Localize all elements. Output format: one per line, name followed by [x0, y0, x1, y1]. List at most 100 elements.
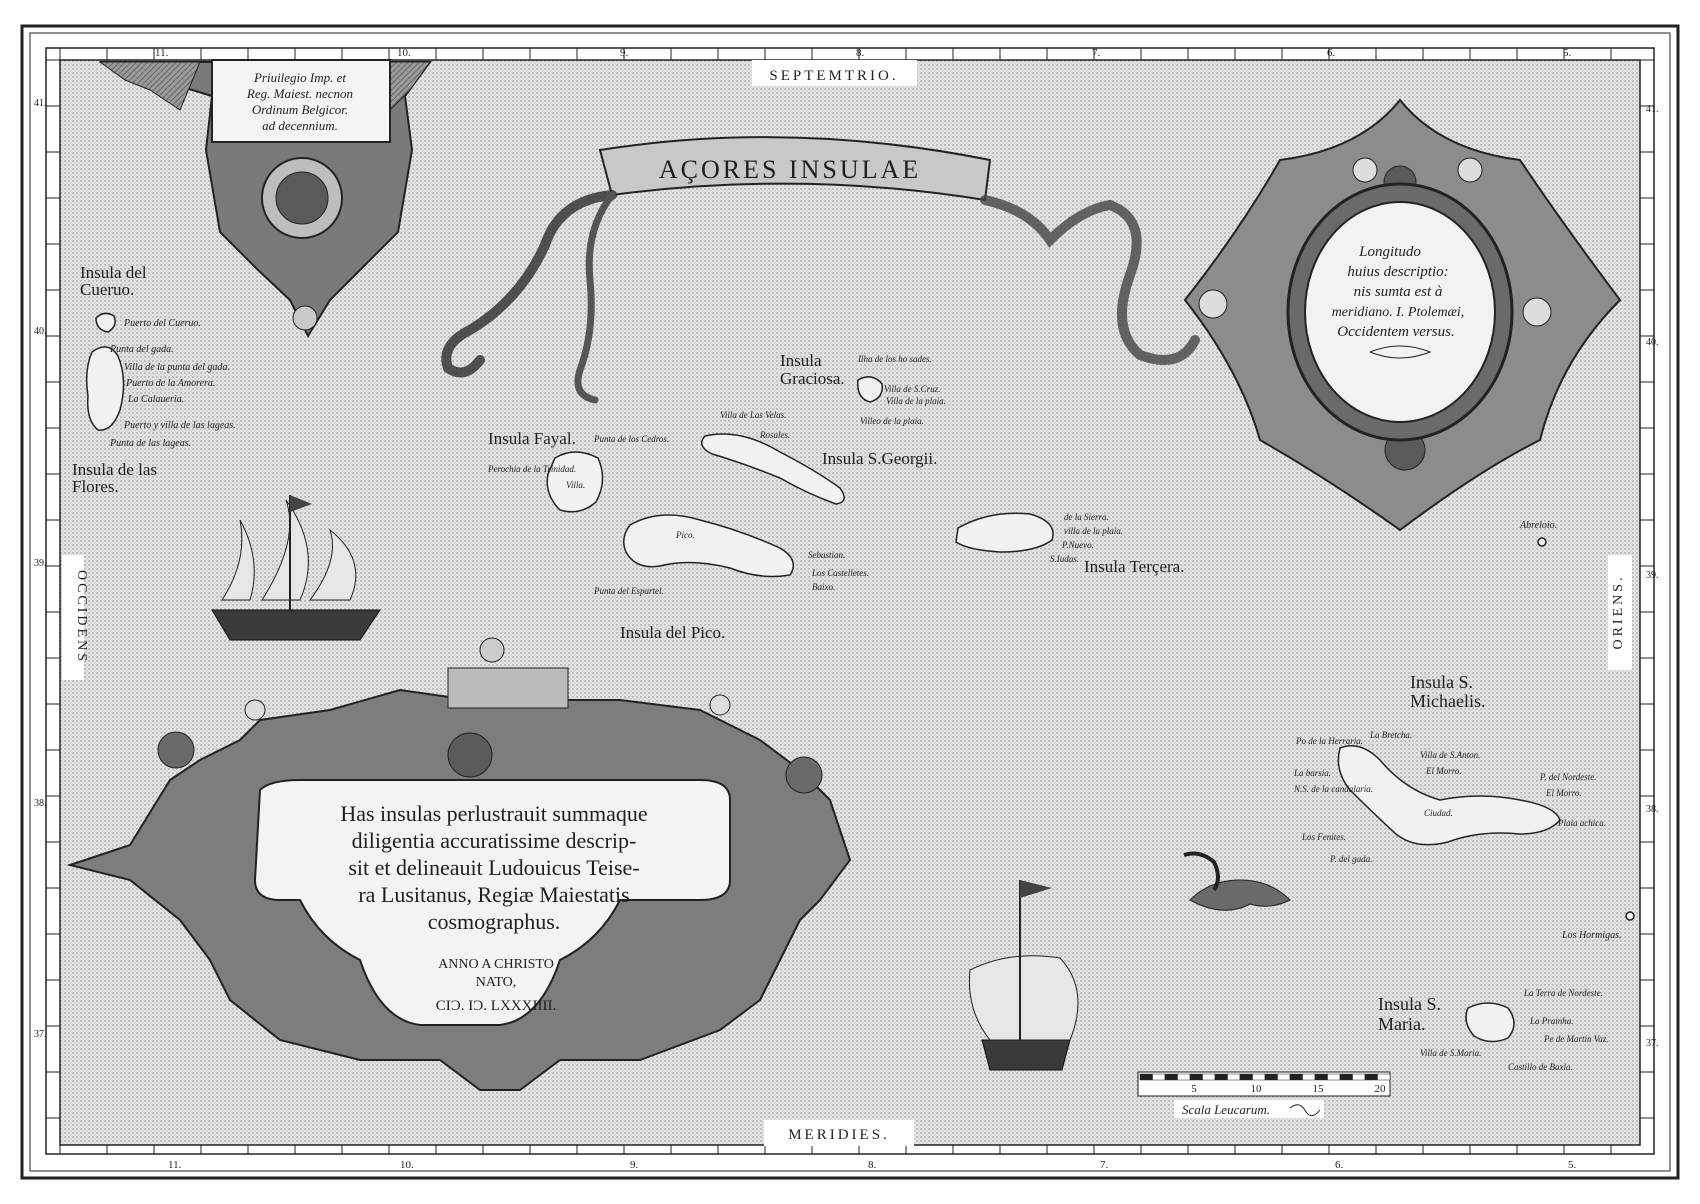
place-label: Plaia achica. — [1557, 818, 1606, 828]
scale-segment — [1152, 1073, 1166, 1081]
cartouche-year-line: ANNO A CHRISTO — [438, 957, 554, 972]
cartouche-line: cosmographus. — [428, 909, 561, 934]
left-latitude-labels: 41. 40. 39. 38. 37. — [34, 98, 47, 1040]
scale-bar: 5 10 15 20 Scala Leucarum. — [1137, 1071, 1391, 1118]
scale-segment — [1302, 1073, 1316, 1081]
sail — [221, 519, 255, 601]
scale-tick-label: 15 — [1313, 1083, 1325, 1095]
privilege-line: Reg. Maiest. necnon — [246, 86, 353, 101]
lon-label: 11. — [168, 1159, 182, 1171]
island-fayal — [546, 451, 604, 513]
cartouche-top-plinth — [447, 667, 569, 709]
author-cartouche: Has insulas perlustrauit summaque dilige… — [66, 637, 852, 1091]
scale-segment — [1239, 1073, 1253, 1081]
island-name: Insula de las — [72, 460, 157, 479]
longitude-cartouche: Longitudo huius descriptio: nis sumta es… — [1183, 98, 1622, 532]
island-labels: Insula del Cueruo. Puerto del Cueruo. In… — [72, 263, 1621, 1072]
rock-abreloio — [1537, 537, 1547, 547]
place-label: Perochia de la Trinidad. — [487, 464, 576, 474]
scale-segment — [1277, 1073, 1291, 1081]
ship-west — [211, 495, 381, 641]
island-name: Insula — [780, 351, 822, 370]
north-label-bg — [752, 60, 917, 86]
island-name: Flores. — [72, 477, 119, 496]
privilege-line: ad decennium. — [262, 118, 338, 133]
place-label: Abreloio. — [1519, 520, 1557, 531]
bird-icon — [785, 756, 823, 794]
place-label: Pico. — [675, 530, 695, 540]
place-label: Villa de S.Maria. — [1420, 1048, 1481, 1058]
place-label: Castillo de Baxla. — [1508, 1062, 1573, 1072]
pendant-icon — [292, 305, 318, 331]
place-label: Punta del gada. — [109, 344, 174, 355]
longitude-line: Occidentem versus. — [1337, 324, 1454, 340]
scale-segment — [1164, 1073, 1178, 1081]
island-name: Insula S. — [1378, 994, 1441, 1014]
place-label: Puerto de la Amorera. — [125, 378, 215, 389]
north-label: SEPTEMTRIO. — [769, 68, 898, 84]
scale-segment — [1339, 1073, 1353, 1081]
east-label-bg — [1608, 555, 1632, 670]
scale-segment — [1177, 1073, 1191, 1081]
inner-frame — [29, 32, 1671, 1172]
place-label: Villa de S.Cruz. — [884, 384, 940, 394]
graticule-ticks — [46, 48, 1654, 1154]
place-label: Puerto del Cueruo. — [123, 318, 201, 329]
lat-label: 41. — [34, 98, 47, 109]
finial-icon — [479, 637, 505, 663]
lat-label: 38. — [34, 798, 47, 809]
ribbon-tail-left — [441, 190, 617, 378]
island-name: Insula S.Georgii. — [822, 449, 937, 468]
bottom-longitude-labels: 11. 10. 9. 8. 7. 6. 5. — [168, 1159, 1577, 1171]
flourish-icon — [1369, 345, 1432, 359]
place-label: La Prainha. — [1529, 1016, 1574, 1026]
place-label: villa de la plaia. — [1064, 526, 1123, 536]
lat-label: 40. — [34, 326, 47, 337]
place-label: La barsia. — [1293, 768, 1331, 778]
cartouche-line: sit et delineauit Ludouicus Teise- — [348, 855, 639, 880]
west-label: OCCIDENS — [74, 570, 89, 664]
island-name: Insula S. — [1410, 672, 1473, 692]
place-label: P. del Nordeste. — [1539, 772, 1597, 782]
scale-segment — [1377, 1073, 1391, 1081]
place-label: Los Castelletes. — [811, 568, 869, 578]
lon-label: 9. — [620, 47, 629, 59]
sail — [309, 528, 357, 601]
scale-segment — [1252, 1073, 1266, 1081]
mask-face-icon — [447, 732, 493, 778]
lat-label: 38. — [1646, 804, 1659, 815]
scale-segment — [1264, 1073, 1278, 1081]
scale-segment — [1227, 1073, 1241, 1081]
cartouche-line: Has insulas perlustrauit summaque — [340, 801, 647, 826]
privilege-panel — [211, 59, 391, 143]
scale-segment — [1139, 1073, 1153, 1081]
scale-segment — [1214, 1073, 1228, 1081]
scale-segments — [1139, 1073, 1391, 1081]
lon-label: 5. — [1563, 47, 1572, 59]
island-tercera — [955, 512, 1054, 553]
scale-segment — [1314, 1073, 1328, 1081]
island-pico — [623, 514, 795, 578]
place-label: Punta del Espartel. — [593, 586, 664, 596]
east-label: ORIENS. — [1611, 574, 1626, 649]
cartouche-panel — [253, 779, 731, 1026]
cartouche-year-line: CIƆ. IƆ. LXXXIIII. — [436, 998, 556, 1014]
lon-label: 9. — [630, 1159, 639, 1171]
island-georgii — [701, 433, 845, 505]
lon-label: 10. — [400, 1159, 414, 1171]
lat-label: 39. — [1646, 570, 1659, 581]
longitude-line: meridiano. I. Ptolemæi, — [1332, 305, 1465, 320]
place-label: El Morro. — [1425, 766, 1462, 776]
island-name: Cueruo. — [80, 280, 134, 299]
lon-label: 8. — [856, 47, 865, 59]
south-label: MERIDIES. — [788, 1127, 890, 1143]
ship-hull — [981, 1039, 1071, 1071]
lon-label: 11. — [155, 47, 169, 59]
island-name: Michaelis. — [1410, 691, 1485, 711]
island-name: Insula del — [80, 263, 147, 282]
lat-label: 41. — [1646, 104, 1659, 115]
ribbon-tail-left-2 — [574, 191, 616, 404]
longitude-line: huius descriptio: — [1347, 264, 1448, 280]
ornament-icon — [709, 694, 731, 716]
cartouche-line: diligentia accuratissime descrip- — [352, 828, 637, 853]
